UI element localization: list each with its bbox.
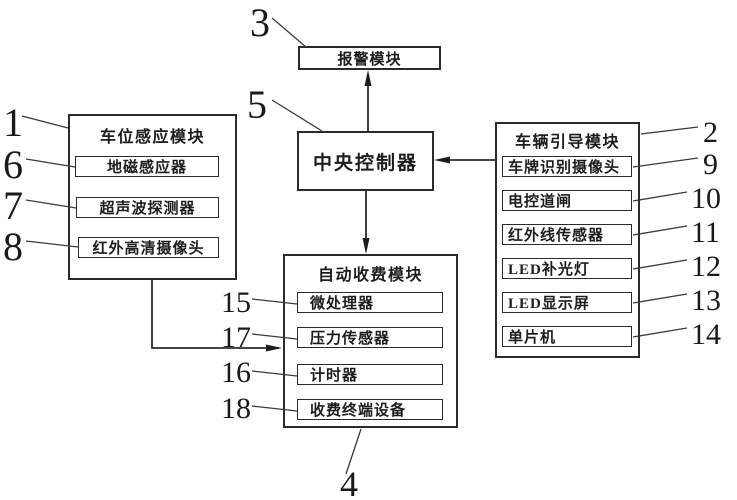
ref-numeral-10: 10	[691, 182, 721, 215]
ref-numeral-8: 8	[3, 224, 23, 269]
led-fill-light-box: LED补光灯	[502, 258, 632, 279]
leader-line-1	[21, 115, 69, 129]
arrowhead-up	[364, 70, 372, 86]
ref-numeral-9: 9	[703, 148, 718, 181]
microcontroller-box: 单片机	[502, 326, 632, 347]
alarm-module-box: 报警模块	[298, 46, 441, 70]
pressure-sensor-box: 压力传感器	[297, 327, 443, 348]
leader-line-13	[632, 293, 688, 304]
arrowhead-left	[434, 156, 450, 164]
parking-sensing-module-title: 车位感应模块	[99, 129, 205, 146]
led-fill-light-label: LED补光灯	[508, 262, 590, 278]
infrared-hd-camera-label: 红外高清摄像头	[92, 241, 205, 257]
connector-parking-to-charging	[151, 280, 279, 349]
leader-line-12	[632, 259, 688, 270]
geomagnetic-sensor-label: 地磁感应器	[106, 160, 187, 176]
ultrasonic-detector-label: 超声波探测器	[99, 201, 196, 217]
leader-line-9	[632, 157, 699, 168]
microprocessor-box: 微处理器	[297, 292, 443, 313]
leader-line-14	[632, 327, 688, 338]
charging-terminal-box: 收费终端设备	[297, 399, 443, 420]
auto-charging-module-title: 自动收费模块	[317, 267, 423, 284]
plate-recognition-camera-box: 车牌识别摄像头	[502, 156, 632, 177]
ref-numeral-6: 6	[3, 142, 23, 187]
infrared-sensor-label: 红外线传感器	[508, 228, 605, 244]
infrared-sensor-box: 红外线传感器	[502, 224, 632, 245]
arrowhead-down	[362, 238, 370, 254]
ref-numeral-14: 14	[691, 318, 721, 351]
leader-line-5	[271, 99, 323, 132]
ref-numeral-11: 11	[691, 216, 720, 249]
pressure-sensor-label: 压力传感器	[310, 331, 391, 347]
microprocessor-label: 微处理器	[310, 296, 375, 312]
central-controller-label: 中央控制器	[312, 152, 418, 174]
charging-terminal-label: 收费终端设备	[310, 403, 407, 419]
leader-line-10	[632, 191, 688, 202]
leader-line-2	[640, 126, 699, 135]
plate-recognition-camera-label: 车牌识别摄像头	[508, 160, 621, 176]
ref-numeral-15: 15	[221, 286, 251, 319]
ref-numeral-1: 1	[3, 100, 23, 145]
led-display-box: LED显示屏	[502, 292, 632, 313]
ref-numeral-12: 12	[691, 250, 721, 283]
leader-line-11	[632, 225, 688, 236]
timer-box: 计时器	[297, 364, 443, 385]
vehicle-guidance-module-title: 车辆引导模块	[514, 134, 620, 151]
ref-numeral-13: 13	[691, 284, 721, 317]
central-controller-box: 中央控制器	[297, 131, 434, 191]
led-display-label: LED显示屏	[508, 296, 590, 312]
geomagnetic-sensor-box: 地磁感应器	[75, 156, 219, 177]
electric-barrier-gate-box: 电控道闸	[502, 190, 632, 211]
microcontroller-label: 单片机	[508, 330, 557, 346]
timer-label: 计时器	[310, 368, 359, 384]
ref-numeral-18: 18	[221, 392, 251, 425]
alarm-module-label: 报警模块	[337, 51, 402, 68]
ultrasonic-detector-box: 超声波探测器	[76, 197, 219, 218]
ref-numeral-17: 17	[221, 321, 251, 354]
ref-numeral-7: 7	[3, 183, 23, 228]
ref-numeral-3: 3	[250, 0, 270, 45]
leader-line-3	[271, 17, 307, 48]
infrared-hd-camera-box: 红外高清摄像头	[78, 237, 219, 258]
ref-numeral-16: 16	[221, 356, 251, 389]
ref-numeral-4: 4	[340, 464, 358, 500]
arrowhead-right	[266, 344, 282, 352]
ref-numeral-5: 5	[247, 82, 267, 127]
electric-barrier-gate-label: 电控道闸	[508, 194, 573, 210]
ref-numeral-2: 2	[703, 116, 718, 149]
